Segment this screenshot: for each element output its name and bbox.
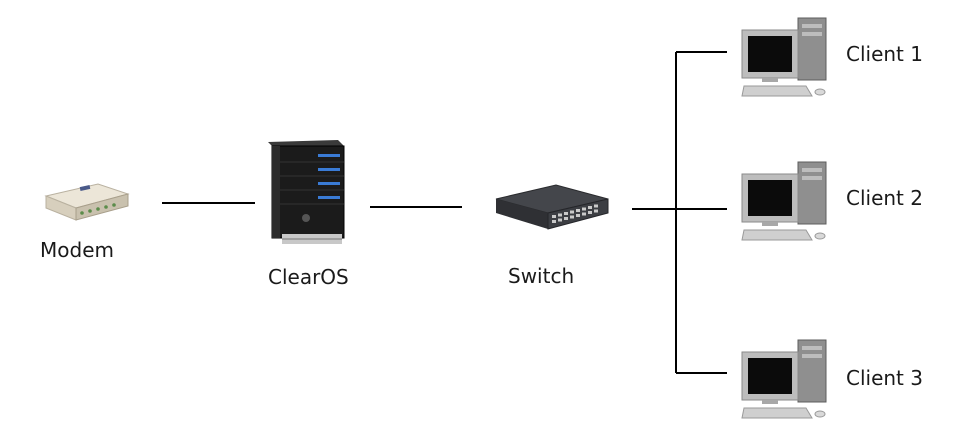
computer-icon	[741, 17, 827, 97]
switch-label: Switch	[508, 264, 575, 288]
client1-label: Client 1	[846, 42, 923, 66]
server-icon	[268, 140, 345, 244]
modem-label: Modem	[40, 238, 114, 262]
modem-node	[40, 176, 132, 228]
server-label: ClearOS	[268, 265, 349, 289]
computer-icon	[741, 339, 827, 419]
client2-label: Client 2	[846, 186, 923, 210]
client2-node	[740, 160, 830, 242]
computer-icon	[741, 161, 827, 241]
modem-icon	[44, 183, 130, 221]
switch-icon	[495, 184, 609, 230]
client3-label: Client 3	[846, 366, 923, 390]
client3-node	[740, 338, 830, 420]
switch-node	[494, 183, 610, 235]
client1-node	[740, 16, 830, 98]
server-node	[266, 138, 346, 250]
